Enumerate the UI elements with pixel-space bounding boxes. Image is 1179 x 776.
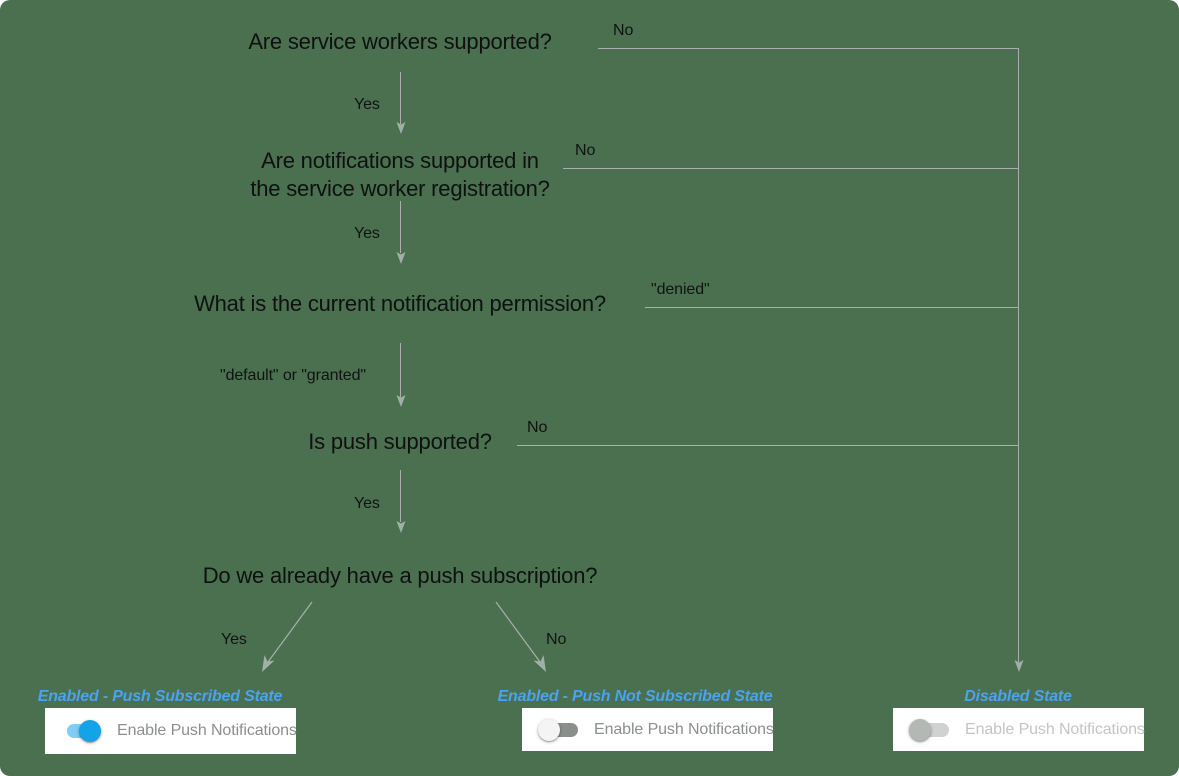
toggle-label: Enable Push Notifications <box>594 720 774 738</box>
decision-existing-push-subscription: Do we already have a push subscription? <box>202 563 598 588</box>
decision-service-workers-supported: Are service workers supported? <box>248 29 552 54</box>
edge-line-q1-no <box>598 48 1019 49</box>
edge-line-q2-yes <box>400 201 401 253</box>
push-toggle-disabled-icon <box>909 718 951 741</box>
arrowhead-icon <box>396 395 406 407</box>
edge-line-q4-yes <box>400 470 401 522</box>
edge-label-q2-yes: Yes <box>354 225 380 242</box>
edge-line-q1-yes <box>400 72 401 124</box>
edge-label-q1-no: No <box>613 22 634 39</box>
toggle-knob <box>538 718 560 741</box>
decision-notifications-supported-line2: the service worker registration? <box>250 176 550 201</box>
toggle-card-enabled-push-not-subscribed[interactable]: Enable Push Notifications <box>522 708 774 751</box>
arrowhead-icon <box>396 521 406 533</box>
edge-label-q4-yes: Yes <box>354 495 380 512</box>
edge-label-q3-default-granted: "default" or "granted" <box>220 367 366 384</box>
edge-label-q2-no: No <box>575 142 596 159</box>
edge-arrow-q5-yes <box>262 601 313 672</box>
push-toggle-off-icon[interactable] <box>538 718 580 741</box>
toggle-knob <box>909 718 931 741</box>
arrowhead-icon <box>1014 660 1024 672</box>
edge-line-q4-no <box>517 445 1019 446</box>
toggle-knob <box>79 720 101 742</box>
arrowhead-icon <box>396 122 406 134</box>
edge-arrow-q5-no <box>495 601 546 672</box>
decision-notifications-supported-line1: Are notifications supported in <box>261 148 539 173</box>
edge-line-disabled-bus <box>1018 48 1019 662</box>
edge-label-q4-no: No <box>527 419 548 436</box>
state-label-enabled-push-subscribed: Enabled - Push Subscribed State <box>37 688 283 705</box>
edge-line-q2-no <box>563 168 1019 169</box>
edge-label-q5-no: No <box>546 631 567 648</box>
push-toggle-on-icon[interactable] <box>61 720 103 742</box>
toggle-card-disabled: Enable Push Notifications <box>893 708 1145 751</box>
toggle-label: Enable Push Notifications <box>965 720 1145 738</box>
toggle-card-enabled-push-subscribed[interactable]: Enable Push Notifications <box>45 708 297 754</box>
state-label-disabled: Disabled State <box>964 688 1072 705</box>
edge-line-q3-default-granted <box>400 343 401 397</box>
arrowhead-icon <box>396 252 406 264</box>
state-label-enabled-push-not-subscribed: Enabled - Push Not Subscribed State <box>497 688 773 705</box>
toggle-label: Enable Push Notifications <box>117 722 297 739</box>
edge-label-q1-yes: Yes <box>354 96 380 113</box>
edge-line-q3-denied <box>645 307 1019 308</box>
edge-label-q3-denied: "denied" <box>651 281 710 298</box>
decision-push-supported: Is push supported? <box>308 429 492 454</box>
decision-notification-permission: What is the current notification permiss… <box>194 291 606 316</box>
edge-label-q5-yes: Yes <box>221 631 247 648</box>
